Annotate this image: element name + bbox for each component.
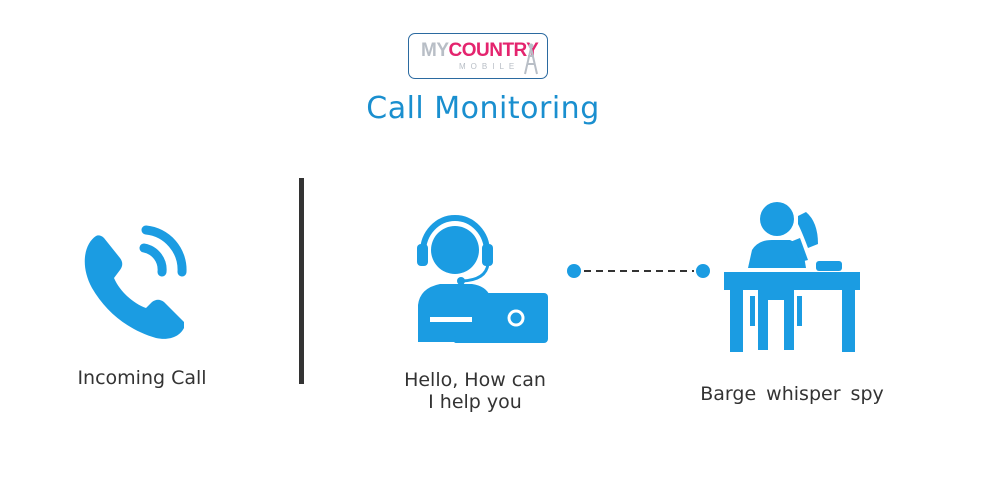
incoming-call-label: Incoming Call <box>77 367 207 389</box>
supervisor-label: Barge whisper spy <box>700 383 884 405</box>
connector-end-dot <box>696 264 710 278</box>
page-title: Call Monitoring <box>366 91 600 126</box>
phone-ringing-icon <box>84 225 187 339</box>
connector-start-dot <box>567 264 581 278</box>
logo-wordmark: MYCOUNTRY <box>421 40 539 61</box>
agent-headset-laptop-icon <box>417 215 548 343</box>
section-divider <box>299 178 304 384</box>
agent-label: Hello, How can I help you <box>404 369 546 413</box>
connector-line <box>567 264 710 278</box>
brand-logo: MYCOUNTRY MOBILE <box>408 33 548 79</box>
logo-subtext: MOBILE <box>459 62 520 71</box>
tower-icon <box>524 43 538 75</box>
person-on-phone-at-desk-icon <box>724 202 860 352</box>
